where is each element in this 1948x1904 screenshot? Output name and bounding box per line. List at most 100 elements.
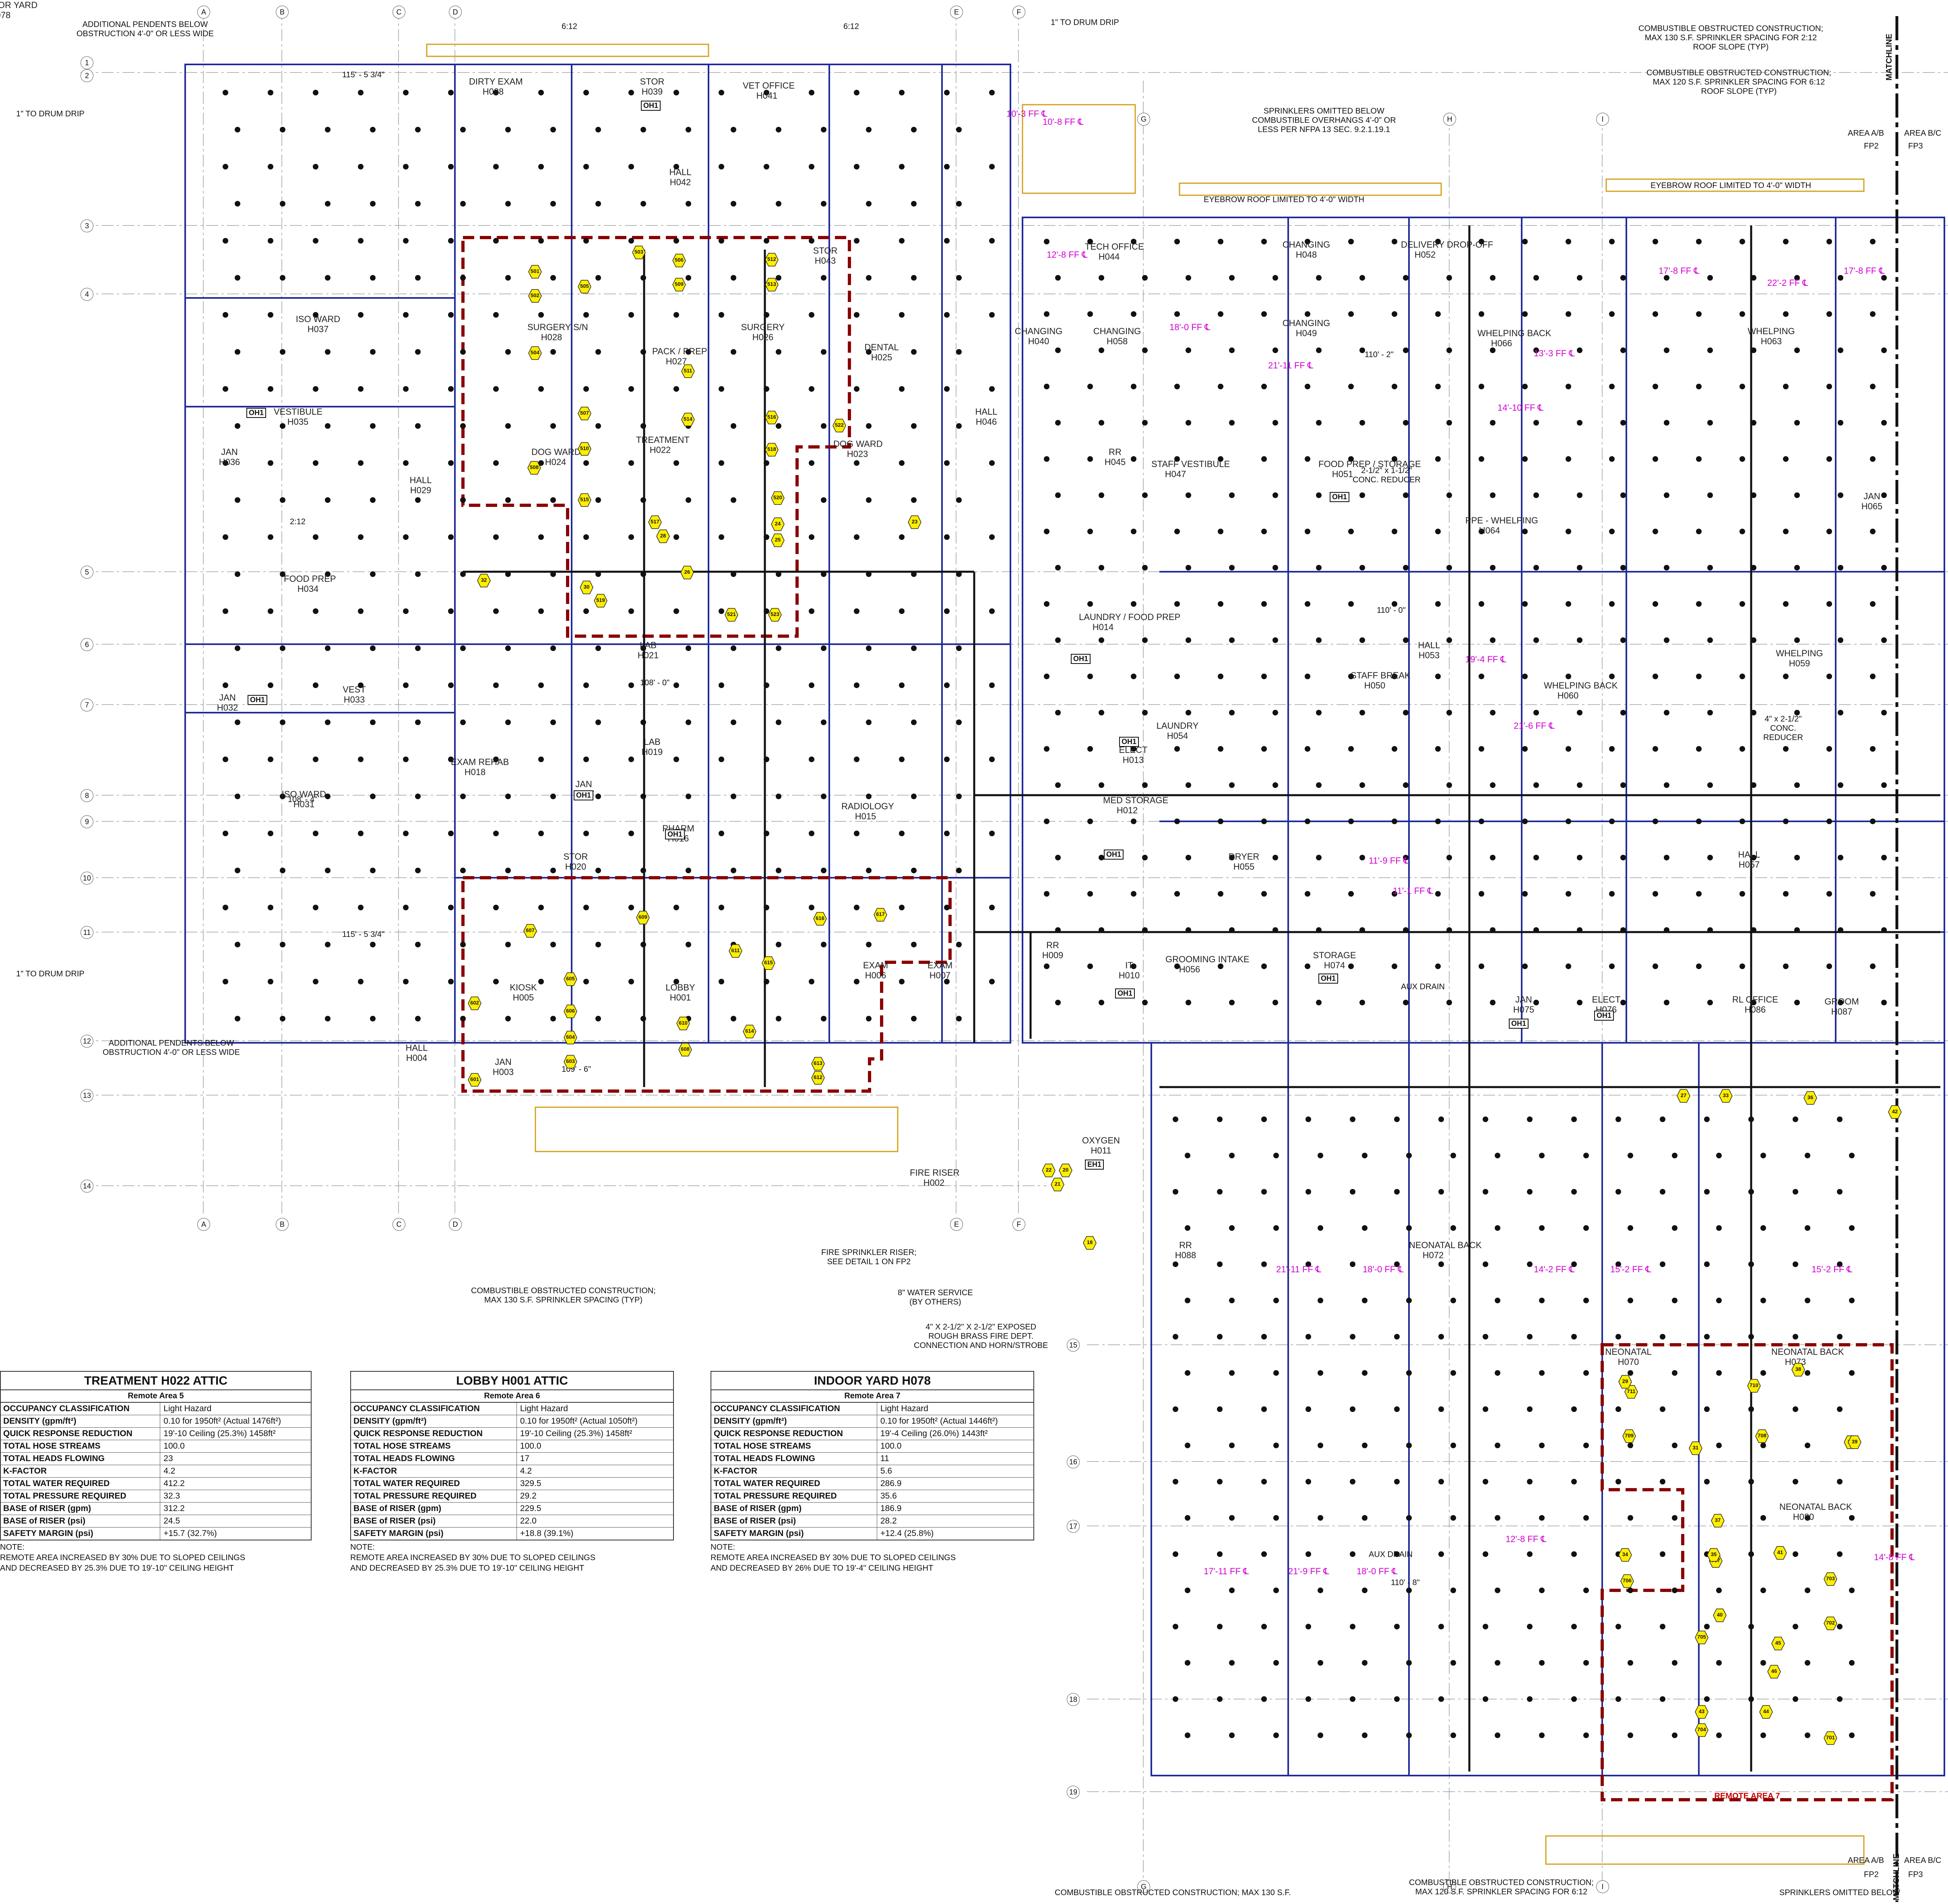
sprinkler-head — [1435, 239, 1441, 244]
sprinkler-head — [989, 682, 995, 688]
sprinkler-head — [538, 831, 544, 836]
sprinkler-node-tag: 26 — [680, 566, 694, 579]
sprinkler-head — [1826, 456, 1832, 462]
sprinkler-head — [1217, 1624, 1223, 1629]
table-subtitle: Remote Area 5 — [1, 1390, 311, 1403]
sprinkler-head — [550, 868, 556, 873]
sprinkler-head — [505, 423, 511, 429]
sprinkler-head — [403, 682, 409, 688]
sprinkler-head — [899, 979, 905, 984]
sprinkler-head — [1450, 1588, 1456, 1593]
sprinkler-node-number: 701 — [1826, 1734, 1835, 1741]
sprinkler-head — [866, 645, 872, 651]
table-value: 4.2 — [163, 1466, 176, 1476]
sprinkler-head — [628, 386, 634, 392]
sprinkler-node-number: 612 — [814, 1074, 822, 1080]
note-drum-drip-top-left: 1" TO DRUM DRIP — [16, 110, 85, 118]
sprinkler-head — [628, 757, 634, 762]
dim-width-top: 115' - 5 3/4" — [342, 70, 385, 79]
sprinkler-head — [1783, 674, 1789, 679]
sprinkler-head — [1870, 963, 1876, 969]
sprinkler-head — [1794, 782, 1800, 788]
grid-bubble-column: H — [1443, 1880, 1456, 1893]
sprinkler-head — [1533, 637, 1539, 643]
note-eyebrow-left: EYEBROW ROOF LIMITED TO 4'-0" WIDTH — [1204, 195, 1365, 204]
sprinkler-head — [358, 460, 364, 466]
sprinkler-head — [1229, 1732, 1235, 1738]
sprinkler-head — [1805, 1298, 1810, 1303]
sprinkler-head — [764, 682, 769, 688]
sprinkler-head — [1522, 891, 1528, 897]
room-name: RL OFFICE — [1732, 994, 1779, 1005]
sprinkler-head — [1539, 1732, 1545, 1738]
room-number: H043 — [814, 256, 836, 266]
sprinkler-node-tag: 24 — [771, 517, 785, 531]
room-name: CHANGING — [1282, 318, 1330, 328]
sprinkler-head — [1838, 1000, 1843, 1005]
sprinkler-head — [1571, 1189, 1577, 1195]
sprinkler-node-number: 42 — [1892, 1108, 1898, 1114]
sprinkler-head — [1435, 819, 1441, 824]
sprinkler-head — [1881, 565, 1887, 571]
sprinkler-head — [719, 460, 724, 466]
sprinkler-node-tag: 33 — [1719, 1089, 1733, 1103]
sprinkler-node-tag: 27 — [1677, 1089, 1690, 1103]
sprinkler-node-number: 507 — [580, 410, 589, 416]
room-number: H072 — [1422, 1250, 1444, 1261]
sprinkler-node-number: 603 — [566, 1058, 575, 1064]
sprinkler-head — [595, 868, 601, 873]
room-number: H032 — [217, 703, 238, 713]
sprinkler-head — [911, 719, 917, 725]
sprinkler-head — [1186, 637, 1191, 643]
sprinkler-head — [1751, 637, 1756, 643]
room-number: H042 — [669, 177, 691, 188]
sprinkler-head — [1229, 1588, 1235, 1593]
sprinkler-node-tag: 708 — [1755, 1429, 1769, 1443]
sprinkler-head — [854, 460, 859, 466]
sprinkler-head — [1273, 927, 1278, 933]
grid-bubble-row: 17 — [1067, 1520, 1080, 1533]
sprinkler-head — [223, 238, 228, 244]
sprinkler-head — [1577, 927, 1582, 933]
table-key: TOTAL WATER REQUIRED — [711, 1478, 877, 1490]
sprinkler-head — [1348, 746, 1354, 752]
sprinkler-node-tag: 512 — [765, 253, 779, 267]
sprinkler-node-number: 38 — [1795, 1366, 1801, 1372]
sprinkler-head — [1527, 1334, 1533, 1340]
sprinkler-head — [1403, 347, 1409, 353]
sprinkler-head — [280, 571, 285, 577]
sprinkler-head — [1392, 674, 1397, 679]
sprinkler-head — [493, 460, 499, 466]
sprinkler-head — [313, 608, 318, 614]
sprinkler-head — [1446, 275, 1452, 281]
sprinkler-node-tag: 35 — [1707, 1548, 1721, 1562]
sprinkler-head — [1793, 1696, 1798, 1702]
sprinkler-head — [1881, 927, 1887, 933]
room-name: CHANGING — [1014, 326, 1063, 336]
sprinkler-head — [1571, 1551, 1577, 1557]
sprinkler-head — [325, 497, 331, 503]
sprinkler-head — [1490, 710, 1496, 715]
sprinkler-head — [673, 534, 679, 540]
grid-bubble-row: 13 — [81, 1089, 93, 1102]
room-number: H019 — [641, 747, 663, 757]
sprinkler-head — [1751, 855, 1756, 860]
sprinkler-head — [1479, 239, 1484, 244]
sprinkler-head — [956, 497, 962, 503]
sprinkler-head — [313, 312, 318, 318]
room-number: H066 — [1491, 338, 1512, 349]
sprinkler-head — [821, 571, 826, 577]
table-row: BASE of RISER (psi)24.5 — [1, 1515, 311, 1528]
sprinkler-head — [911, 127, 917, 132]
sprinkler-head — [1406, 1298, 1412, 1303]
sprinkler-node-tag: 710 — [1747, 1379, 1761, 1393]
sprinkler-head — [403, 608, 409, 614]
